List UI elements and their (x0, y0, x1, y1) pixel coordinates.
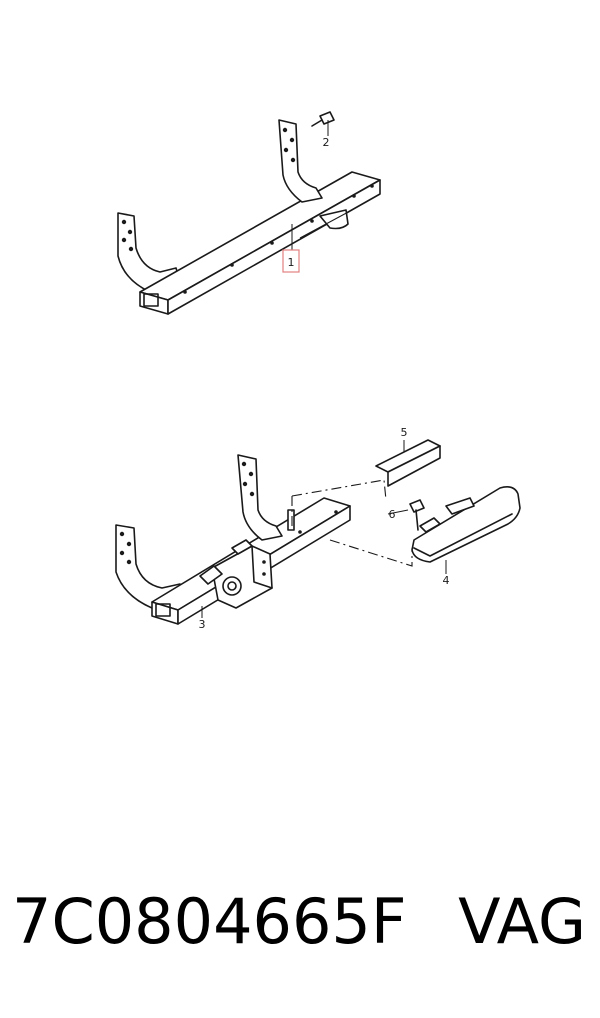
callout-4: 4 (443, 574, 450, 587)
callout-5: 5 (401, 426, 408, 439)
callout-1-highlight (282, 249, 300, 273)
brand-label: VAG (458, 885, 586, 958)
step-part-4 (411, 486, 521, 563)
hitch-part-3 (115, 454, 351, 625)
footer: 7C0804665F VAG (0, 885, 600, 985)
diagram-canvas: 2 1 5 6 4 3 (115, 111, 521, 631)
callout-2: 2 (323, 136, 330, 149)
bracket-part-5 (375, 439, 441, 487)
parts-diagram: 2 1 5 6 4 3 (115, 111, 521, 631)
part-number: 7C0804665F (12, 885, 407, 958)
callout-3: 3 (199, 618, 206, 631)
bolt-part-6 (387, 499, 425, 531)
bolt-part-2 (311, 111, 335, 127)
callout-1: 1 (288, 256, 295, 269)
crossmember-part-1 (117, 119, 381, 315)
callout-6: 6 (389, 508, 396, 521)
